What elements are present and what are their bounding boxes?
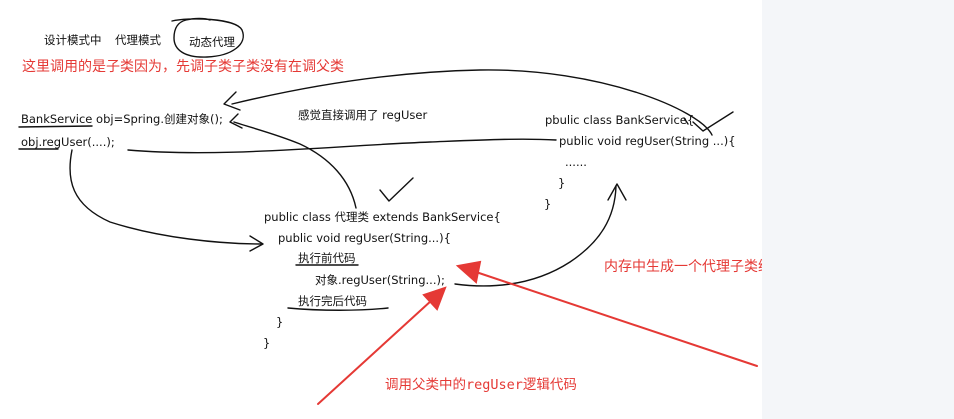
red-arrow-diagonal-line — [317, 299, 433, 405]
proxy-line-4: 对象.regUser(String...); — [315, 273, 445, 287]
proxy-line-2: public void regUser(String...){ — [278, 231, 451, 245]
check-mark-proxy — [379, 177, 414, 202]
proxy-line-5: 执行完后代码 — [298, 294, 367, 308]
check-mark-bank — [692, 111, 734, 132]
check-mark-bank-small — [683, 117, 689, 125]
circle-around-dynamic-proxy — [171, 17, 244, 58]
bank-line-1: pbulic class BankService{ — [545, 113, 695, 127]
underline-proxy-line-5 — [287, 307, 389, 311]
bank-line-2: public void regUser(String ...){ — [559, 134, 736, 148]
side-panel — [762, 0, 954, 419]
proxy-line-3: 执行前代码 — [298, 251, 356, 265]
arrow-class-to-client-head — [223, 91, 241, 111]
arrow-proxy-call-to-class — [454, 185, 617, 287]
parent-logic-note: 调用父类中的regUser逻辑代码 — [385, 377, 577, 393]
arrow-proxy-to-client-head — [229, 113, 243, 129]
direct-call-note: 感觉直接调用了 regUser — [298, 108, 428, 122]
hand-drawn-strokes — [18, 17, 758, 405]
header-proxy-pattern: 代理模式 — [115, 33, 161, 47]
red-arrow-long-line — [475, 271, 758, 367]
red-arrow-long-head — [455, 260, 482, 284]
arrow-client-to-proxy — [69, 149, 263, 245]
bank-line-4: } — [558, 176, 566, 190]
underline-client-line-1 — [18, 125, 93, 128]
bank-line-3: ...... — [565, 155, 587, 169]
arrow-proxy-to-client — [233, 121, 357, 209]
client-line-2: obj.regUser(....); — [21, 135, 115, 149]
red-arrow-diagonal-head — [422, 286, 447, 311]
diagram-canvas: 设计模式中 代理模式 动态代理 这里调用的是子类因为，先调子类子类没有在调父类 … — [0, 0, 856, 419]
header-dynamic-proxy: 动态代理 — [189, 35, 235, 49]
arrow-client-to-proxy-head — [249, 235, 264, 252]
client-line-1: BankService obj=Spring.创建对象(); — [21, 112, 223, 126]
proxy-line-1: public class 代理类 extends BankService{ — [264, 210, 501, 224]
top-note: 这里调用的是子类因为，先调子类子类没有在调父类 — [22, 59, 344, 75]
arrow-proxy-call-to-class-head — [607, 183, 627, 201]
proxy-line-7: } — [263, 336, 271, 350]
bank-line-5: } — [544, 197, 552, 211]
header-design-patterns: 设计模式中 — [44, 33, 102, 47]
proxy-line-6: } — [276, 315, 284, 329]
arrow-class-to-client — [231, 69, 713, 136]
line-client-call-to-method — [127, 138, 557, 154]
